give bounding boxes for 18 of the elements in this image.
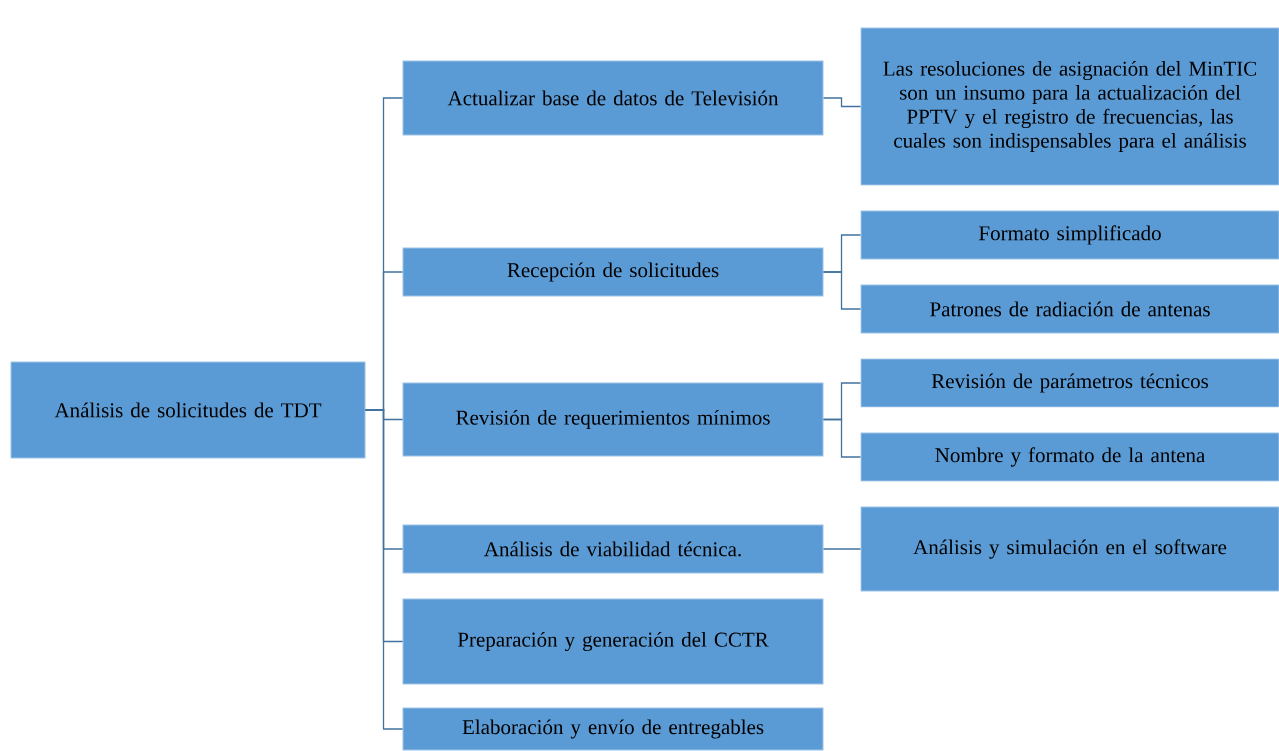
process-box: Preparación y generación del CCTR xyxy=(402,598,824,685)
connector xyxy=(822,271,862,310)
process-box: Recepción de solicitudes xyxy=(402,247,824,297)
connector xyxy=(822,97,862,108)
process-box: Nombre y formato de la antena xyxy=(860,432,1279,482)
process-box: Las resoluciones de asignación del MinTIC son un insumo para la actualización del PPTV y el registro de frecuencias, las cuales son indispensables para el análisis xyxy=(860,27,1279,186)
process-box: Patrones de radiación de antenas xyxy=(860,284,1279,334)
connector xyxy=(364,409,404,730)
process-box: Análisis y simulación en el software xyxy=(860,506,1279,592)
process-box: Revisión de parámetros técnicos xyxy=(860,358,1279,408)
connector xyxy=(822,548,862,550)
connector xyxy=(822,418,862,458)
process-box: Actualizar base de datos de Televisión xyxy=(402,60,824,136)
process-box: Formato simplificado xyxy=(860,210,1279,260)
process-box: Elaboración y envío de entregables xyxy=(402,707,824,751)
process-box: Análisis de viabilidad técnica. xyxy=(402,524,824,574)
process-box: Análisis de solicitudes de TDT xyxy=(10,361,366,459)
process-box: Revisión de requerimientos mínimos xyxy=(402,382,824,457)
